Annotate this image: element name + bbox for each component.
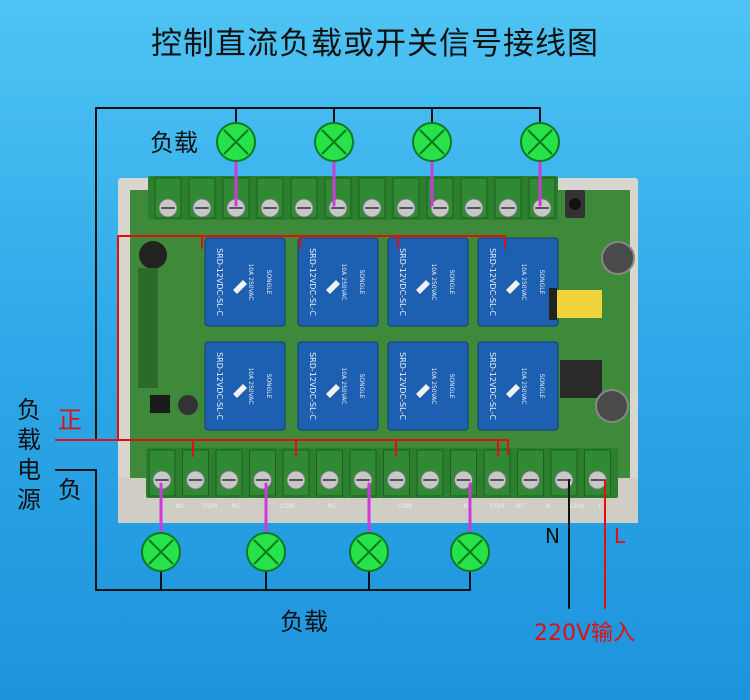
relay-model-text-7: SRD-12VDC-SL-C — [398, 352, 407, 420]
relay-model-text-4: SRD-12VDC-SL-C — [488, 248, 497, 316]
relay-model-text-2: SRD-12VDC-SL-C — [308, 248, 317, 316]
board-silk-label-11: 220V — [569, 503, 585, 510]
relay-brand-text-7: SONGLE — [448, 374, 455, 399]
black-wire-top — [95, 107, 540, 440]
negative-label: 负 — [58, 476, 82, 504]
board-silk-label-4: COM — [280, 503, 294, 510]
relay-rating-text-5: 10A 250VAC — [247, 367, 254, 404]
lamp-bottom-1 — [141, 532, 181, 572]
load-power-char-1: 负 — [17, 396, 41, 424]
transformer-core — [549, 288, 557, 320]
capacitor-bottom — [595, 389, 629, 423]
board-silk-label-8: COM — [490, 503, 504, 510]
red-wire-bottom — [118, 439, 509, 455]
board-silk-label-1: NO — [175, 503, 184, 510]
load-power-char-2: 载 — [17, 426, 41, 454]
diagram-title: 控制直流负载或开关信号接线图 — [151, 26, 599, 62]
board-silk-label-9: NC — [516, 503, 525, 510]
lamp-top-3-cross-b — [419, 129, 445, 155]
relay-3: SRD-12VDC-SL-C 10A 250VAC SONGLE — [387, 237, 469, 327]
relay-1: SRD-12VDC-SL-C 10A 250VAC SONGLE — [204, 237, 286, 327]
relay-model-text-5: SRD-12VDC-SL-C — [215, 352, 224, 420]
ic-chip — [560, 360, 602, 398]
relay-brand-text-3: SONGLE — [448, 270, 455, 295]
board-silk-label-3: NC — [232, 503, 241, 510]
lamp-bottom-2 — [246, 532, 286, 572]
relay-4: SRD-12VDC-SL-C 10A 250VAC SONGLE — [477, 237, 559, 327]
board-silk-label-12: L — [598, 503, 602, 510]
relay-brand-text-4: SONGLE — [538, 270, 545, 295]
relay-rating-text-8: 10A 250VAC — [520, 367, 527, 404]
lamp-top-1 — [216, 122, 256, 162]
lamp-bottom-2-cross-b — [253, 539, 279, 565]
load-label-bottom: 负载 — [280, 608, 328, 636]
relay-logo-6 — [326, 384, 340, 398]
lamp-top-1-cross-b — [223, 129, 249, 155]
relay-logo-2 — [326, 280, 340, 294]
load-label-top: 负载 — [150, 129, 198, 157]
lamp-top-4 — [520, 122, 560, 162]
relay-logo-1 — [233, 280, 247, 294]
input-220v-label: 220V输入 — [534, 621, 636, 646]
relay-7: SRD-12VDC-SL-C 10A 250VAC SONGLE — [387, 341, 469, 431]
capacitor-top — [601, 241, 635, 275]
lamp-bottom-4 — [450, 532, 490, 572]
relay-brand-text-5: SONGLE — [265, 374, 272, 399]
antenna-module — [138, 268, 158, 388]
capacitor-small — [178, 395, 198, 415]
lamp-bottom-1-cross-b — [148, 539, 174, 565]
relay-5: SRD-12VDC-SL-C 10A 250VAC SONGLE — [204, 341, 286, 431]
relay-brand-text-6: SONGLE — [358, 374, 365, 399]
live-label: L — [614, 524, 626, 548]
black-wire-bottom — [95, 470, 470, 591]
relay-model-text-1: SRD-12VDC-SL-C — [215, 248, 224, 316]
relay-brand-text-8: SONGLE — [538, 374, 545, 399]
relay-brand-text-2: SONGLE — [358, 270, 365, 295]
relay-model-text-6: SRD-12VDC-SL-C — [308, 352, 317, 420]
board-silk-label-7: NO — [463, 503, 472, 510]
transformer-yellow — [552, 290, 602, 318]
relay-logo-8 — [506, 384, 520, 398]
neutral-label: N — [545, 524, 560, 548]
relay-logo-5 — [233, 384, 247, 398]
relay-rating-text-6: 10A 250VAC — [340, 367, 347, 404]
positive-label: 正 — [58, 406, 82, 434]
relay-rating-text-4: 10A 250VAC — [520, 263, 527, 300]
board-silk-label-10: N — [546, 503, 551, 510]
relay-8: SRD-12VDC-SL-C 10A 250VAC SONGLE — [477, 341, 559, 431]
relay-model-text-3: SRD-12VDC-SL-C — [398, 248, 407, 316]
relay-logo-7 — [416, 384, 430, 398]
tact-switch-button — [569, 198, 581, 210]
ir-receiver-cap — [139, 241, 167, 269]
relay-rating-text-3: 10A 250VAC — [430, 263, 437, 300]
lamp-top-3 — [412, 122, 452, 162]
relay-rating-text-2: 10A 250VAC — [340, 263, 347, 300]
board-silk-label-5: NC — [328, 503, 337, 510]
lamp-top-2 — [314, 122, 354, 162]
relay-driver-chip — [150, 395, 170, 413]
lamp-bottom-4-cross-b — [457, 539, 483, 565]
board-silk-label-2: COM — [203, 503, 217, 510]
load-power-char-4: 源 — [17, 486, 41, 514]
relay-rating-text-7: 10A 250VAC — [430, 367, 437, 404]
load-power-char-3: 电 — [17, 456, 41, 484]
relay-6: SRD-12VDC-SL-C 10A 250VAC SONGLE — [297, 341, 379, 431]
relay-brand-text-1: SONGLE — [265, 270, 272, 295]
lamp-top-2-cross-b — [321, 129, 347, 155]
relay-2: SRD-12VDC-SL-C 10A 250VAC SONGLE — [297, 237, 379, 327]
lamp-bottom-3-cross-b — [356, 539, 382, 565]
relay-logo-4 — [506, 280, 520, 294]
relay-logo-3 — [416, 280, 430, 294]
board-silk-label-6: COM — [398, 503, 412, 510]
relay-model-text-8: SRD-12VDC-SL-C — [488, 352, 497, 420]
relay-rating-text-1: 10A 250VAC — [247, 263, 254, 300]
lamp-top-4-cross-b — [527, 129, 553, 155]
terminal-block-top — [148, 176, 558, 220]
lamp-bottom-3 — [349, 532, 389, 572]
